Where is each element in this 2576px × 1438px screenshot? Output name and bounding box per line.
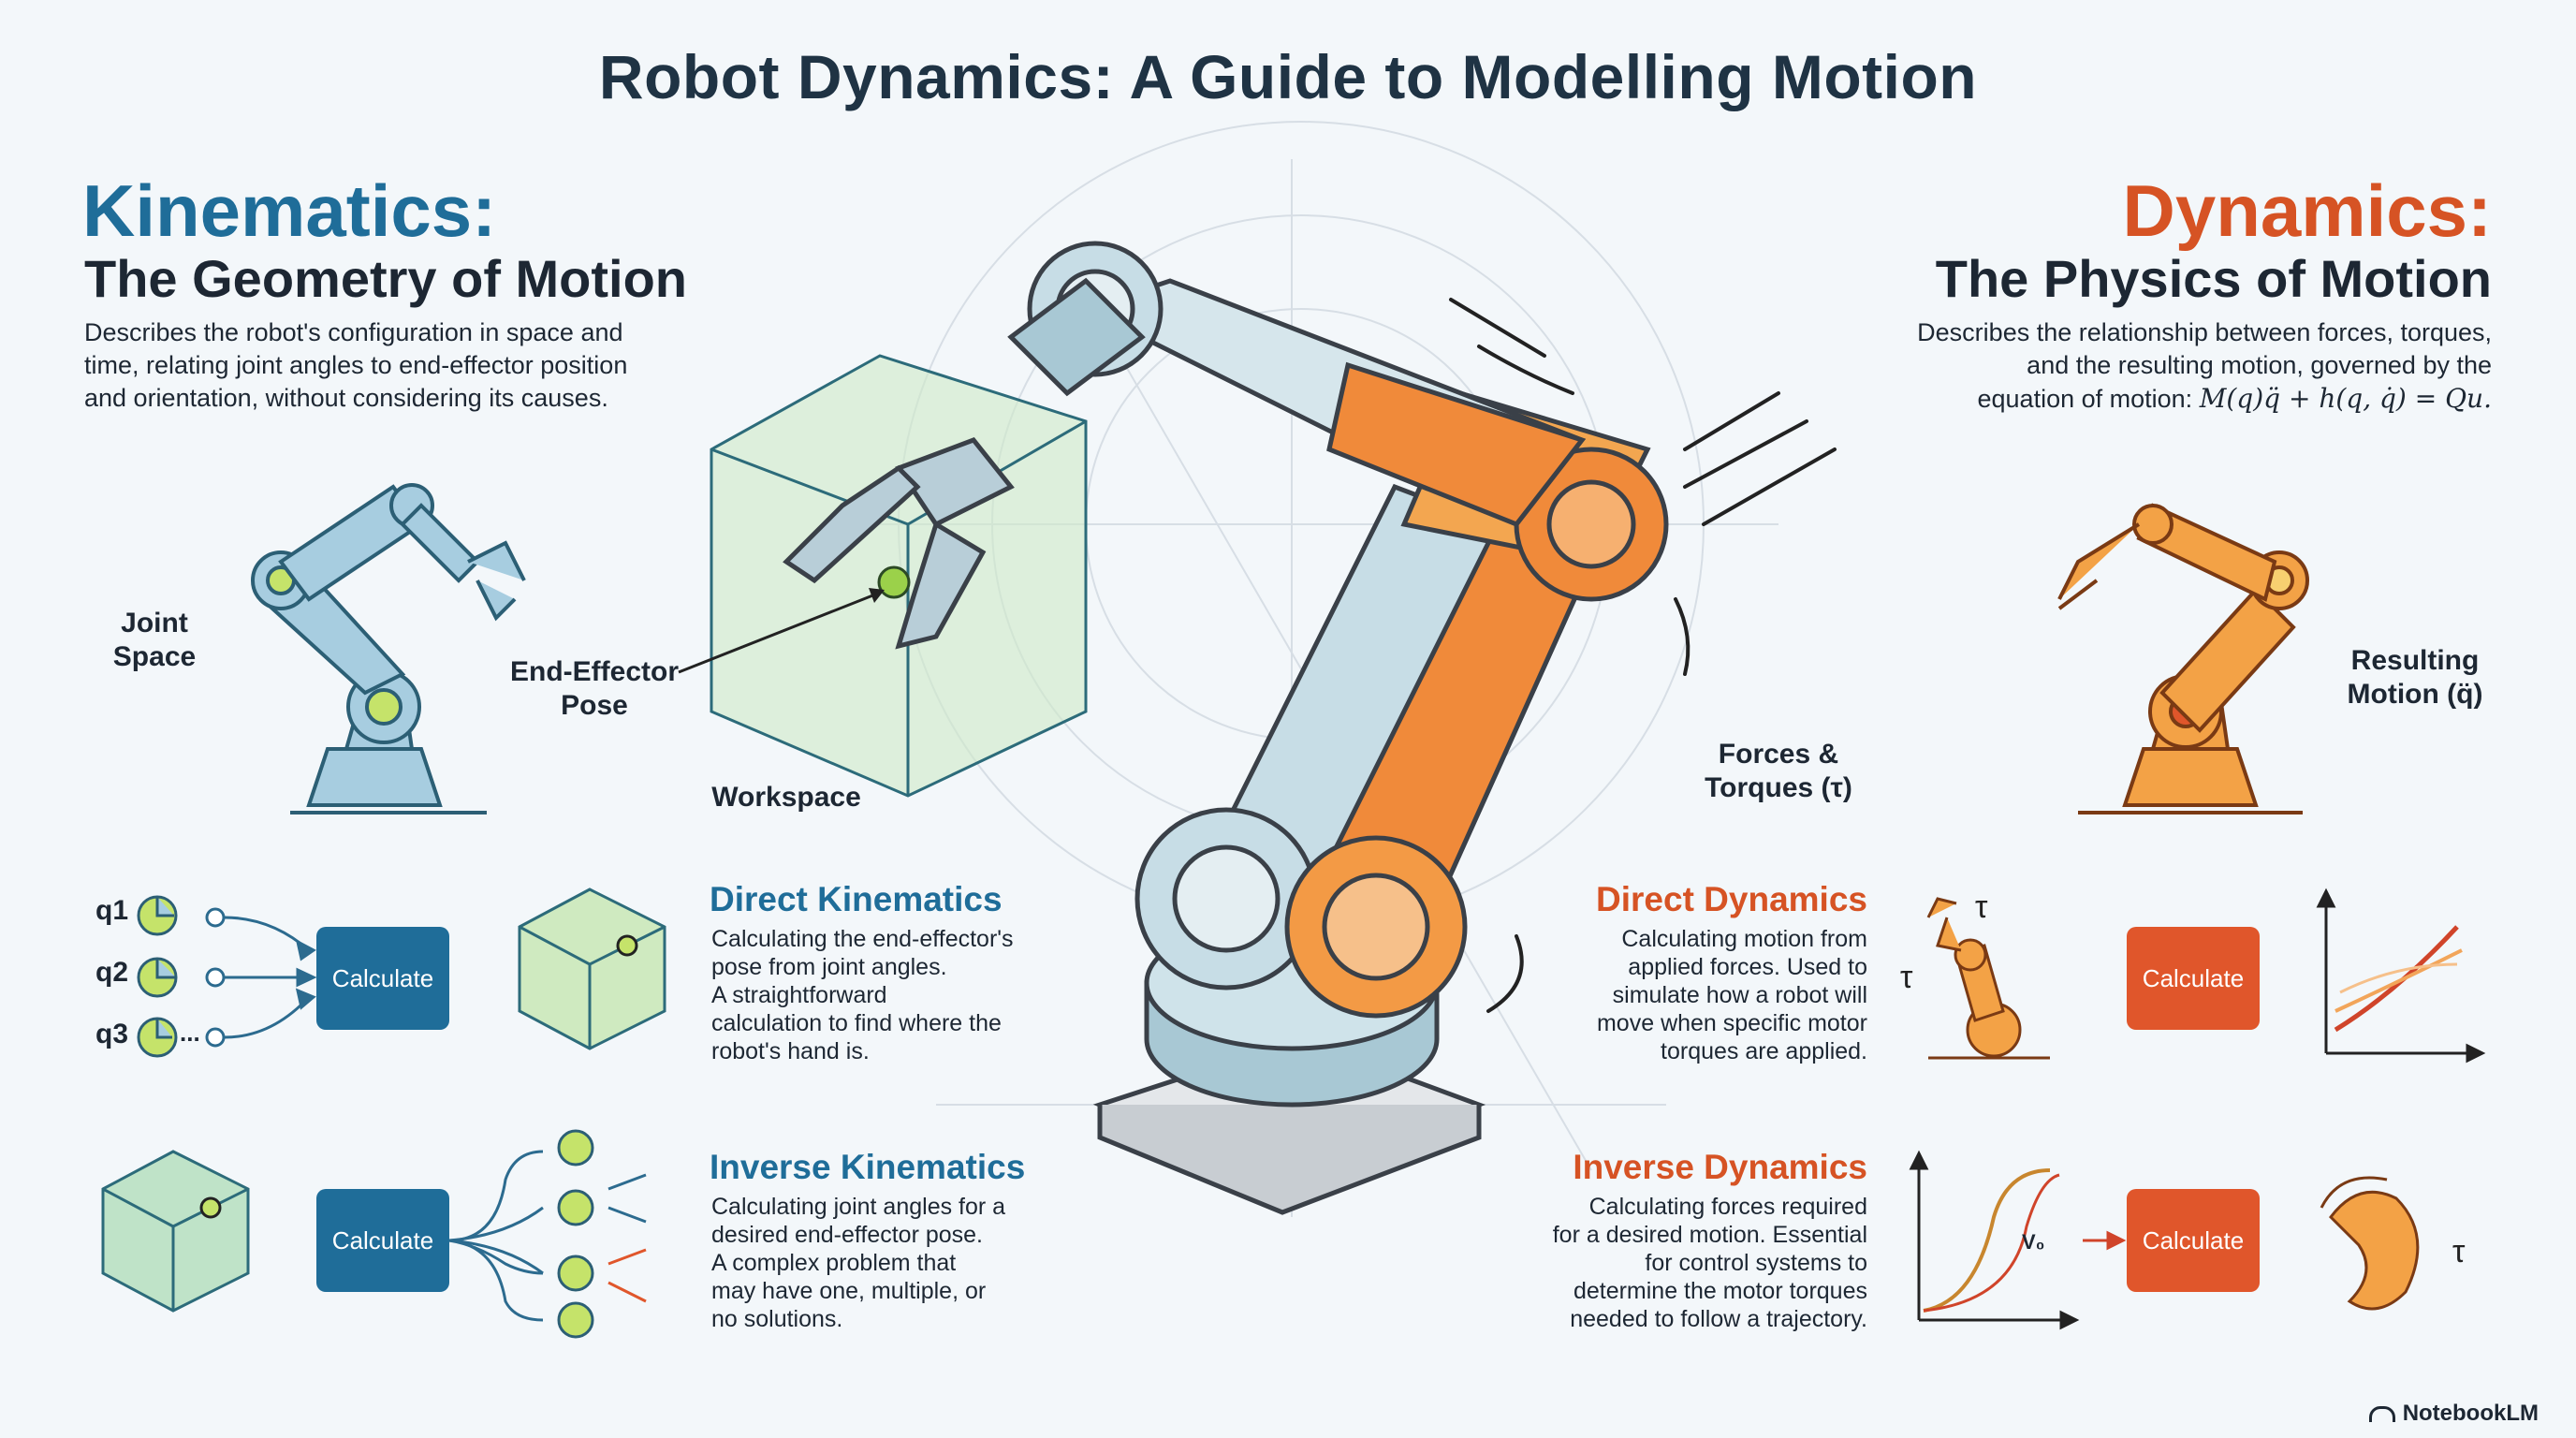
- inverse-dynamics-title: Inverse Dynamics: [1573, 1148, 1867, 1186]
- direct-kinematics-description: Calculating the end-effector's pose from…: [711, 926, 1014, 1064]
- page-title: Robot Dynamics: A Guide to Modelling Mot…: [598, 42, 1978, 111]
- brand: NotebookLM: [2368, 1401, 2539, 1427]
- joint-space-label: Joint Space: [112, 608, 197, 672]
- direct-kinematics-calculate-button[interactable]: Calculate: [316, 927, 449, 1030]
- torque-icon: [2320, 1176, 2420, 1311]
- dynamics-heading: Dynamics:: [2122, 169, 2493, 252]
- direct-dynamics-calculate-button[interactable]: Calculate: [2127, 927, 2260, 1030]
- joint-space-robot: [251, 483, 526, 814]
- notebooklm-icon: [2368, 1405, 2395, 1422]
- direct-dynamics-robot: [1926, 897, 2050, 1060]
- direct-kinematics-title: Direct Kinematics: [710, 880, 1003, 918]
- kinematics-description: Describes the robot's configuration in s…: [84, 318, 628, 412]
- joint-angle-dials: [137, 895, 178, 1058]
- direct-dynamics-description: Calculating motion from applied forces. …: [1596, 926, 1867, 1064]
- dynamics-subheading: The Physics of Motion: [1935, 249, 2492, 308]
- q2-label: q2: [95, 957, 129, 988]
- inverse-kinematics-title: Inverse Kinematics: [710, 1148, 1026, 1186]
- inverse-dynamics-description: Calculating forces required for a desire…: [1552, 1194, 1867, 1332]
- inverse-dynamics-chart: [1909, 1150, 2127, 1330]
- v0-label: V₀: [2022, 1230, 2045, 1254]
- workspace-label: Workspace: [711, 782, 861, 813]
- resulting-motion-label: Resulting Motion (q̈): [2347, 645, 2483, 710]
- resulting-motion-robot: [2057, 503, 2309, 814]
- inverse-kinematics-calculate-button[interactable]: Calculate: [316, 1189, 449, 1292]
- equation-of-motion: M(q)q̈ + h(q, q̇) = Qu.: [2199, 383, 2492, 414]
- inverse-kinematics-description: Calculating joint angles for a desired e…: [711, 1194, 1006, 1332]
- inverse-kinematics-cube: [101, 1150, 250, 1313]
- q3-label: q3: [95, 1019, 129, 1049]
- tau-label: τ: [1975, 889, 1988, 925]
- q1-label: q1: [95, 895, 129, 926]
- forces-torques-label: Forces & Torques (τ): [1705, 739, 1852, 803]
- end-effector-pose-label: End-Effector Pose: [510, 656, 679, 721]
- svg-text:τ: τ: [2452, 1234, 2466, 1269]
- svg-text:τ: τ: [1900, 960, 1913, 995]
- dynamics-description: Describes the relationship between force…: [1917, 318, 2492, 414]
- direct-dynamics-chart: [2316, 888, 2486, 1064]
- inverse-dynamics-calculate-button[interactable]: Calculate: [2127, 1189, 2260, 1292]
- ellipsis-label: ...: [180, 1019, 200, 1047]
- direct-dynamics-title: Direct Dynamics: [1596, 880, 1867, 918]
- direct-kinematics-cube: [518, 888, 666, 1050]
- kinematics-subheading: The Geometry of Motion: [84, 249, 687, 308]
- kinematics-heading: Kinematics:: [82, 169, 497, 252]
